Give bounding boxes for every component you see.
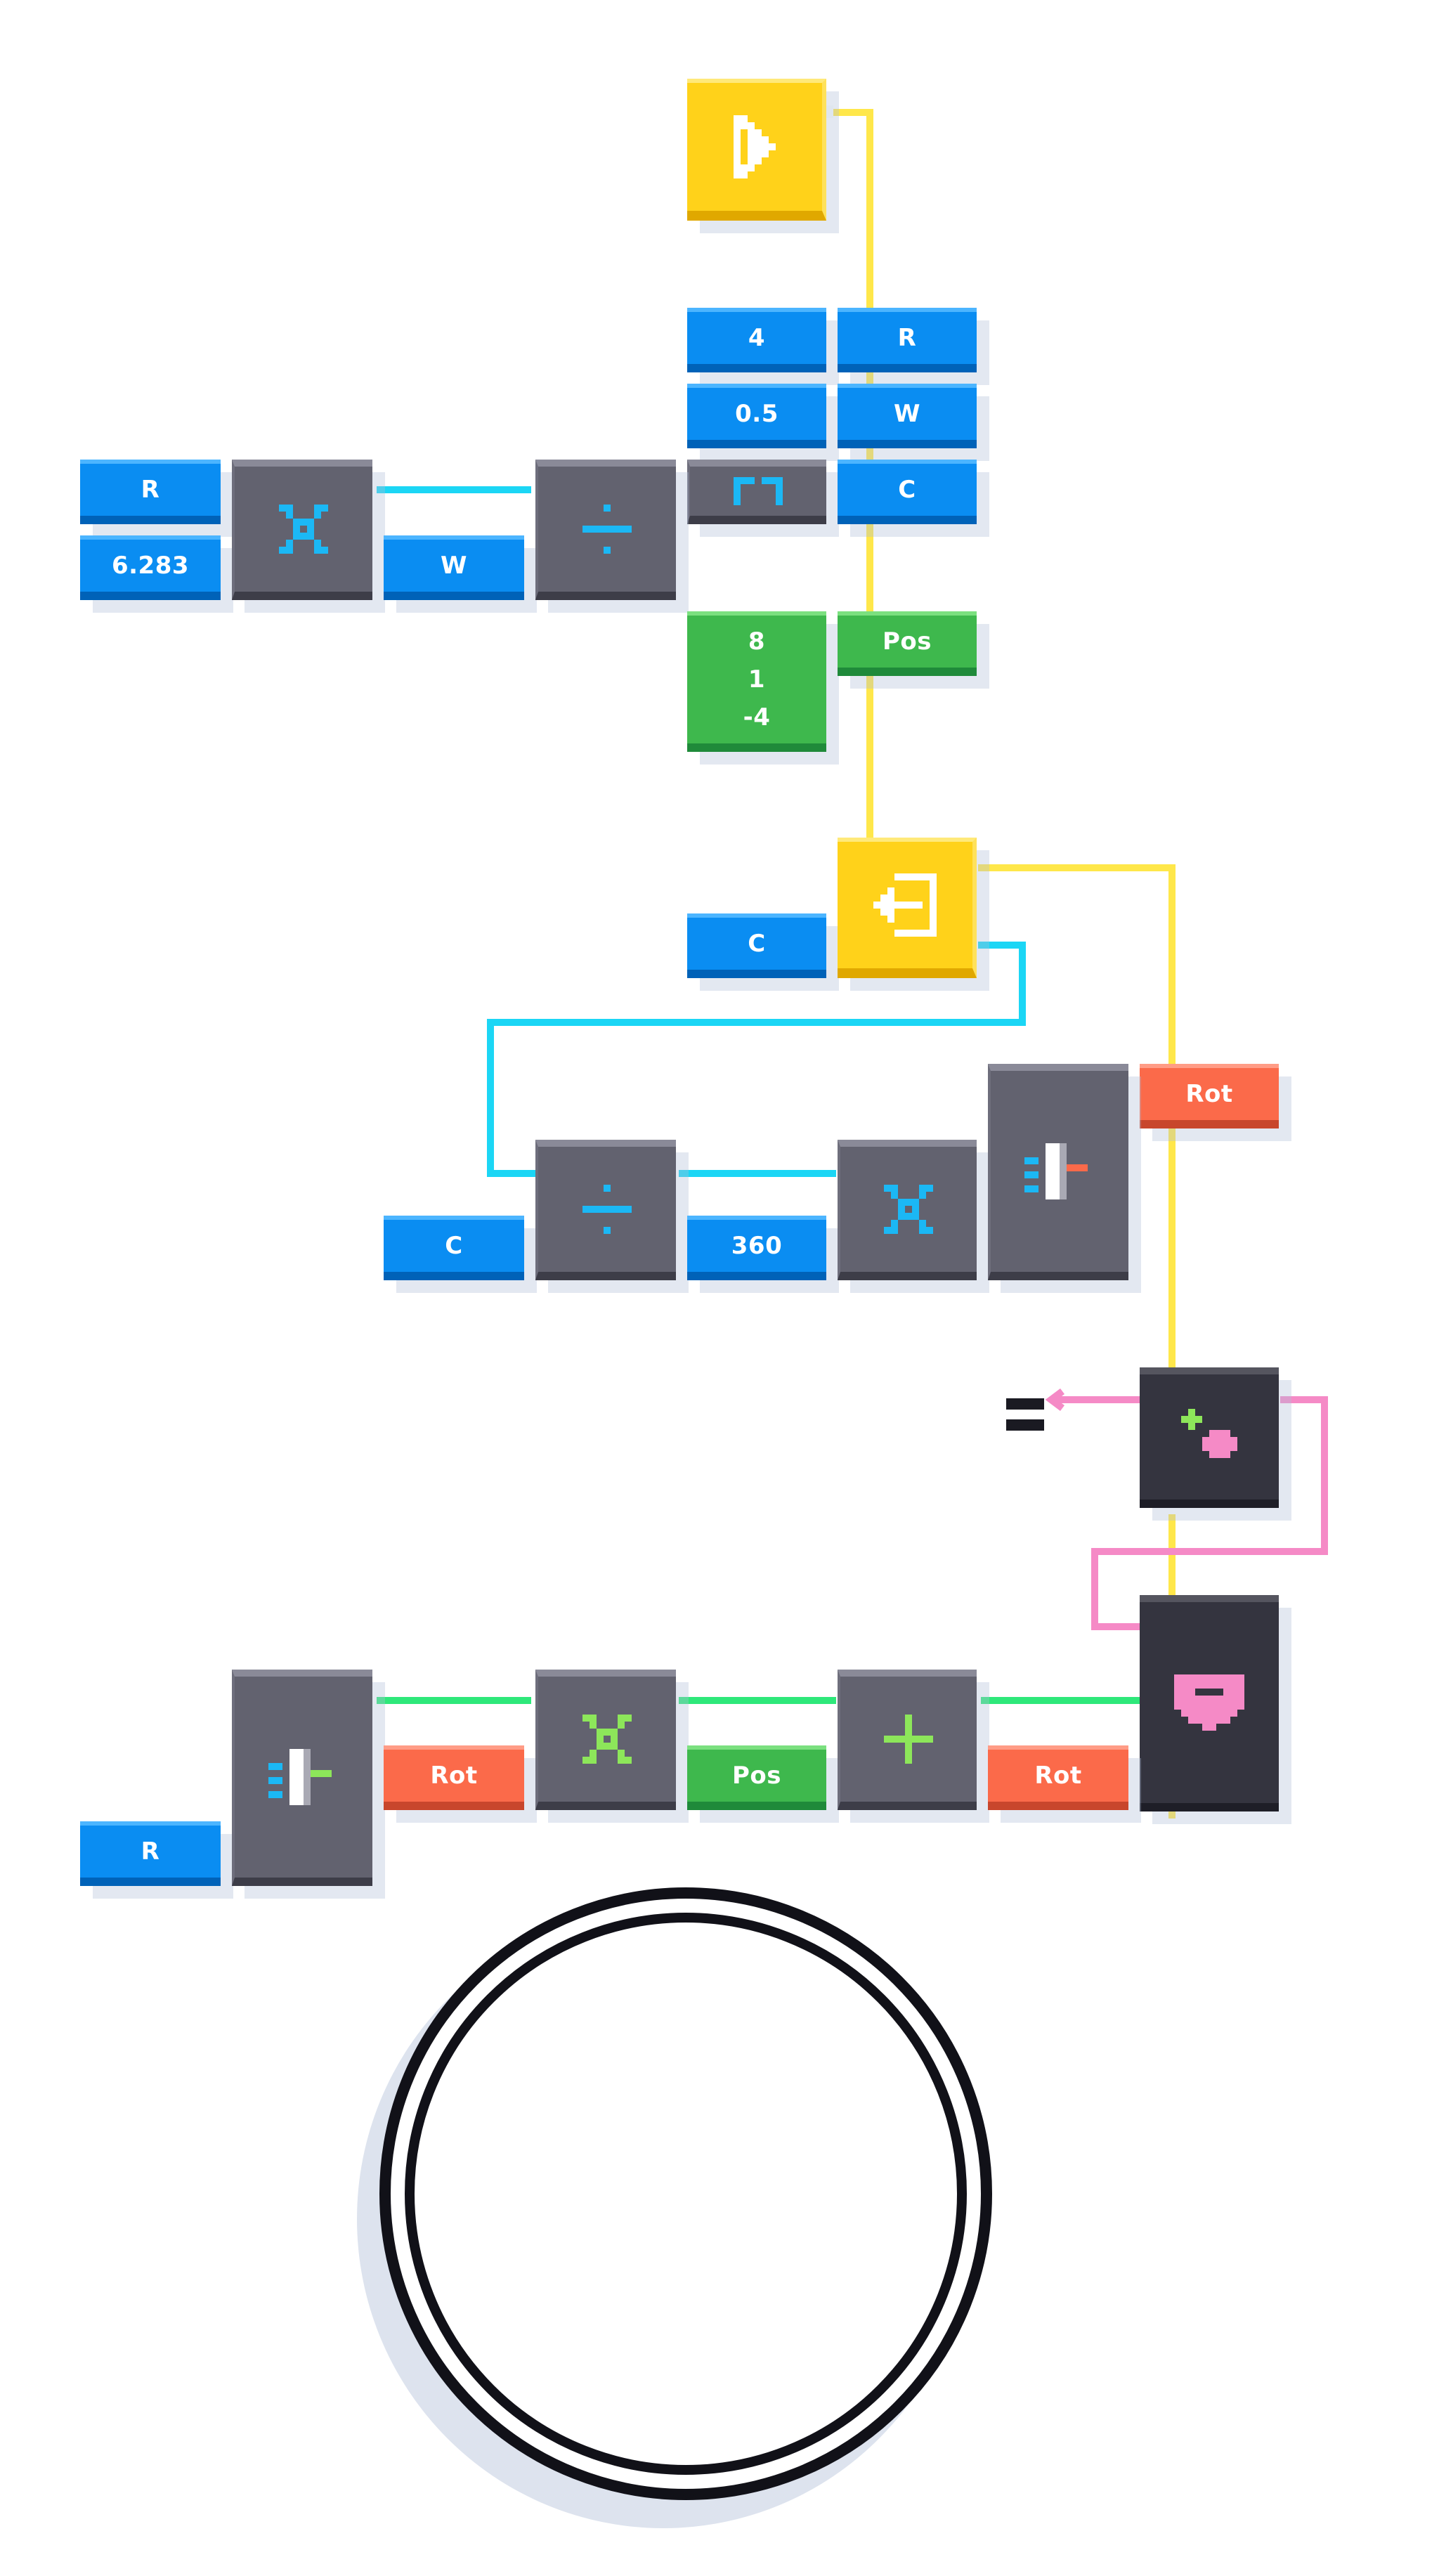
divide-block-top[interactable] — [535, 460, 676, 600]
vector-z: -4 — [743, 703, 771, 731]
event-out-port[interactable] — [826, 105, 833, 118]
multiply-block-left[interactable] — [232, 460, 372, 600]
ring-object-inner-edge — [405, 1913, 967, 2475]
variable-w-mid[interactable]: W — [384, 535, 524, 600]
variable-w-top[interactable]: W — [838, 384, 977, 448]
constant-4[interactable]: 4 — [687, 308, 826, 372]
variable-c-lower[interactable]: C — [384, 1216, 524, 1280]
play-sensor-block[interactable] — [687, 79, 826, 221]
object-reference-icon[interactable] — [1006, 1398, 1044, 1435]
rotation-variable-bottom-left[interactable]: Rot — [384, 1745, 524, 1810]
get-object-icon — [1174, 1674, 1244, 1731]
variable-pos-top[interactable]: Pos — [838, 611, 977, 676]
divide-block-lower[interactable] — [535, 1140, 676, 1280]
set-position-block[interactable] — [1140, 1367, 1279, 1508]
loop-icon — [873, 873, 937, 937]
variable-r-top[interactable]: R — [838, 308, 977, 372]
number-wire-loop-counter[interactable] — [487, 942, 1026, 1177]
vector-x: 8 — [748, 627, 766, 656]
variable-r-left[interactable]: R — [80, 460, 221, 524]
constant-6-283[interactable]: 6.283 — [80, 535, 221, 600]
axis-angle-rotation-icon — [1024, 1143, 1088, 1199]
rotation-variable-right[interactable]: Rot — [1140, 1064, 1279, 1128]
vector-constant-block[interactable]: 8 1 -4 — [687, 611, 826, 752]
vector-y: 1 — [748, 665, 766, 694]
rotation-multiply-block[interactable] — [535, 1670, 676, 1810]
object-wire-loop-back[interactable] — [1091, 1396, 1328, 1630]
variable-c-top[interactable]: C — [838, 460, 977, 524]
event-wire-loop-to-set-position[interactable] — [978, 864, 1176, 1402]
object-wire-arrow-head — [1045, 1388, 1064, 1411]
constant-360[interactable]: 360 — [687, 1216, 826, 1280]
variable-r-bottom[interactable]: R — [80, 1821, 221, 1886]
multiply-block-lower[interactable] — [838, 1140, 977, 1280]
play-triangle-icon — [734, 115, 776, 178]
multiply-icon — [279, 505, 328, 554]
variable-c-mid[interactable]: C — [687, 913, 826, 978]
add-vector-block[interactable] — [838, 1670, 977, 1810]
axis-angle-rotation-icon — [268, 1749, 332, 1805]
add-icon — [884, 1715, 933, 1764]
set-position-icon — [1181, 1409, 1237, 1458]
variable-pos-bottom[interactable]: Pos — [687, 1745, 826, 1810]
axis-angle-block-bottom[interactable] — [232, 1670, 372, 1886]
constant-0-5[interactable]: 0.5 — [687, 384, 826, 448]
multiply-icon — [884, 1185, 933, 1234]
loop-block[interactable] — [838, 838, 977, 978]
axis-angle-block[interactable] — [988, 1064, 1128, 1280]
bracket-icon — [734, 477, 783, 505]
variable-declare-block[interactable] — [687, 460, 826, 524]
divide-icon — [582, 505, 632, 554]
divide-icon — [582, 1185, 632, 1234]
get-object-block[interactable] — [1140, 1595, 1279, 1811]
event-wire-play-to-loop[interactable] — [833, 109, 873, 849]
rotation-multiply-icon — [582, 1715, 632, 1764]
rotation-variable-bottom-right[interactable]: Rot — [988, 1745, 1128, 1810]
